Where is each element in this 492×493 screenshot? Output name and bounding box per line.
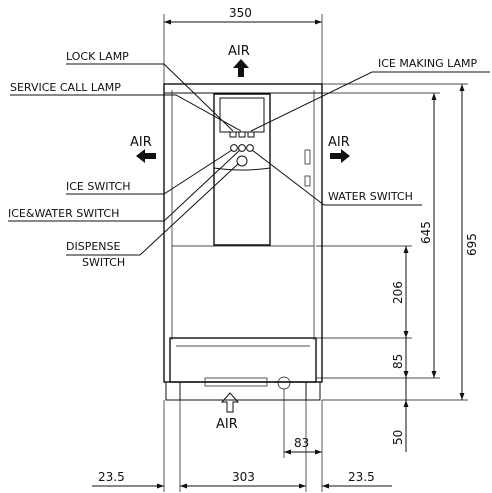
dispenser-panel xyxy=(213,93,271,246)
dispenser-door xyxy=(213,93,271,246)
drain-fitting xyxy=(277,376,291,390)
dim-50: 50 xyxy=(391,430,405,445)
arrowhead xyxy=(322,483,329,489)
air-arrow-up-icon xyxy=(233,59,249,77)
arrowhead xyxy=(284,449,291,455)
arrowhead xyxy=(431,371,437,378)
water-switch-button xyxy=(246,144,254,152)
arrowhead xyxy=(459,393,465,400)
arrowhead xyxy=(315,449,322,455)
arrowhead xyxy=(299,483,306,489)
arrowhead xyxy=(180,483,187,489)
air-arrow-left-icon xyxy=(136,149,156,163)
display-window xyxy=(219,97,265,133)
air-arrow-up-outline-icon xyxy=(220,392,240,413)
label-service-call-lamp: SERVICE CALL LAMP xyxy=(10,81,121,94)
leader-ice-water-switch xyxy=(8,149,241,222)
dim-83: 83 xyxy=(294,436,309,450)
dimensions: 350 695 645 206 85 50 xyxy=(92,6,479,492)
dim-645: 645 xyxy=(419,221,433,244)
leader-dispense-switch xyxy=(66,163,239,256)
dim-350: 350 xyxy=(229,6,252,20)
drip-tray xyxy=(169,337,317,383)
arrowhead xyxy=(315,19,322,25)
base xyxy=(165,381,321,401)
arrowhead xyxy=(403,371,409,378)
ice-water-switch-button xyxy=(238,144,246,152)
arrowhead xyxy=(164,19,171,25)
dim-206: 206 xyxy=(391,281,405,304)
arrowhead xyxy=(403,331,409,338)
air-label-right: AIR xyxy=(328,135,350,150)
label-ice-making-lamp: ICE MAKING LAMP xyxy=(378,57,477,70)
air-label-left: AIR xyxy=(130,135,152,150)
machine-outline xyxy=(163,83,323,401)
left-foot xyxy=(165,381,181,401)
label-dispense-line2: SWITCH xyxy=(82,256,125,269)
dim-303: 303 xyxy=(232,470,255,484)
label-lock-lamp: LOCK LAMP xyxy=(66,50,129,63)
label-ice-water-switch: ICE&WATER SWITCH xyxy=(8,207,119,220)
arrowhead xyxy=(157,483,164,489)
air-label-top: AIR xyxy=(228,44,250,59)
arrowhead xyxy=(431,93,437,100)
air-label-bottom: AIR xyxy=(216,417,238,432)
air-arrow-right-icon xyxy=(330,149,350,163)
leader-ice-switch xyxy=(66,149,233,195)
dim-695: 695 xyxy=(465,233,479,256)
arrowhead xyxy=(403,246,409,253)
arrowhead xyxy=(459,84,465,91)
dim-85: 85 xyxy=(391,354,405,369)
lock-lamp-indicator xyxy=(229,131,237,138)
leader-ice-making-lamp xyxy=(250,71,490,132)
leader-service-call-lamp xyxy=(10,94,242,132)
airflow-indicators: AIR AIR AIR AIR xyxy=(130,44,350,432)
label-water-switch: WATER SWITCH xyxy=(328,190,413,203)
ice-switch-button xyxy=(230,144,238,152)
arrowhead xyxy=(403,400,409,407)
leader-lock-lamp xyxy=(66,63,234,132)
cabinet-outer xyxy=(163,83,323,383)
leader-water-switch xyxy=(251,149,422,206)
service-call-lamp-indicator xyxy=(238,131,246,138)
bottom-grille xyxy=(204,377,268,387)
dim-23-5-right: 23.5 xyxy=(348,470,375,484)
hinge-upper xyxy=(304,149,311,165)
dispense-switch-button xyxy=(236,155,248,167)
door-curve xyxy=(213,167,271,171)
right-foot xyxy=(305,381,321,401)
ice-making-lamp-indicator xyxy=(247,131,255,138)
hinge-lower xyxy=(304,175,311,187)
label-ice-switch: ICE SWITCH xyxy=(66,180,131,193)
callouts: LOCK LAMP SERVICE CALL LAMP ICE MAKING L… xyxy=(8,50,490,269)
dim-23-5-left: 23.5 xyxy=(98,470,125,484)
label-dispense-line1: DISPENSE xyxy=(66,240,120,253)
